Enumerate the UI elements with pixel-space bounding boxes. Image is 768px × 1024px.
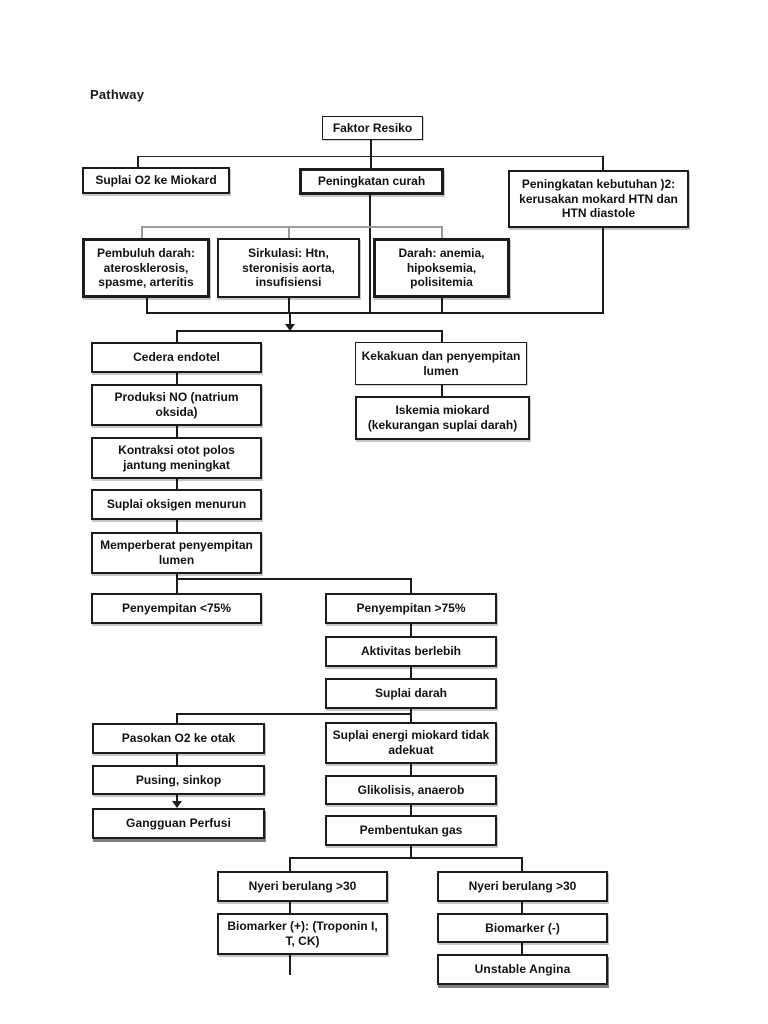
node-iskemia-miokard: Iskemia miokard (kekurangan suplai darah… [355,396,530,440]
connector-line [521,902,523,913]
connector-line [289,955,291,975]
connector-line [288,226,290,238]
connector-line [176,330,178,342]
node-gangguan-perfusi: Gangguan Perfusi [92,808,265,839]
node-pembuluh-darah: Pembuluh darah: aterosklerosis, spasme, … [82,238,210,298]
page-title: Pathway [90,87,145,102]
connector-line [141,226,443,228]
connector-line [410,578,412,593]
connector-line [176,373,178,384]
connector-line [176,754,178,765]
connector-line [176,578,412,580]
node-sirkulasi: Sirkulasi: Htn, steronisis aorta, insufi… [217,238,360,298]
connector-line [441,298,443,314]
node-produksi-no: Produksi NO (natrium oksida) [91,384,262,426]
connector-line [602,227,604,314]
connector-line [137,156,604,157]
node-aktivitas-berlebih: Aktivitas berlebih [325,636,497,667]
node-suplai-darah: Suplai darah [325,678,497,709]
node-glikolisis-anaerob: Glikolisis, anaerob [325,775,497,805]
connector-line [410,667,412,678]
node-darah: Darah: anemia, hipoksemia, polisitemia [373,238,510,298]
node-kekakuan-lumen: Kekakuan dan penyempitan lumen [355,342,527,385]
connector-line [146,312,604,314]
node-cedera-endotel: Cedera endotel [91,342,262,373]
node-peningkatan-curah: Peningkatan curah [299,168,444,195]
node-suplai-o2-miokard: Suplai O2 ke Miokard [82,167,230,194]
node-unstable-angina: Unstable Angina [437,954,608,985]
node-biomarker-positif: Biomarker (+): (Troponin I, T, CK) [217,913,388,955]
node-suplai-oksigen-menurun: Suplai oksigen menurun [91,489,262,520]
connector-line [602,156,604,171]
arrow-down-icon [285,324,295,331]
node-nyeri-berulang-kanan: Nyeri berulang >30 [437,871,608,902]
connector-line [410,709,412,723]
node-biomarker-negatif: Biomarker (-) [437,913,608,943]
connector-line [176,574,178,593]
connector-line [146,298,148,314]
connector-line [289,902,291,913]
connector-line [369,195,371,314]
connector-line [410,764,412,775]
connector-line [176,520,178,532]
node-nyeri-berulang-kiri: Nyeri berulang >30 [217,871,388,902]
node-kontraksi-otot: Kontraksi otot polos jantung meningkat [91,437,262,479]
connector-line [289,312,291,325]
node-pasokan-o2-otak: Pasokan O2 ke otak [92,723,265,754]
node-pembentukan-gas: Pembentukan gas [325,815,497,846]
connector-line [289,857,522,859]
connector-line [176,479,178,489]
connector-line [289,857,291,871]
connector-line [370,139,372,168]
connector-line [176,330,442,332]
connector-line [410,846,412,859]
connector-line [441,330,443,342]
connector-line [141,226,143,238]
connector-line [441,385,443,396]
connector-line [176,795,178,802]
connector-line [410,805,412,815]
connector-line [521,857,523,871]
node-penyempitan-kurang75: Penyempitan <75% [91,593,262,624]
connector-line [288,298,290,314]
connector-line [137,156,139,168]
arrow-down-icon [172,801,182,808]
connector-line [176,713,178,723]
node-peningkatan-kebutuhan: Peningkatan kebutuhan )2: kerusakan moka… [508,170,689,228]
connector-line [441,226,443,238]
connector-line [176,713,412,715]
connector-line [410,624,412,636]
connector-line [176,426,178,437]
node-suplai-energi: Suplai energi miokard tidak adekuat [325,722,497,764]
node-pusing-sinkop: Pusing, sinkop [92,765,265,795]
node-penyempitan-lebih75: Penyempitan >75% [325,593,497,624]
node-memperberat-penyempitan: Memperberat penyempitan lumen [91,532,262,574]
node-faktor-resiko: Faktor Resiko [322,116,423,140]
connector-line [521,943,523,954]
